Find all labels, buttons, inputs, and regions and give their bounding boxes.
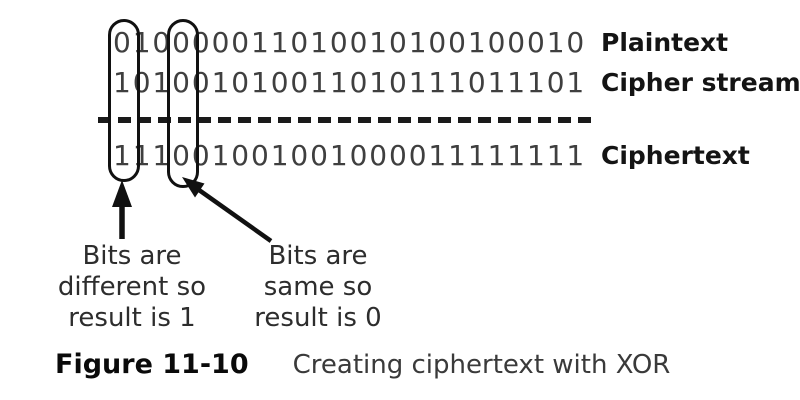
- figure-caption: Figure 11-10 Creating ciphertext with XO…: [55, 349, 670, 380]
- note-line: Bits are: [268, 241, 368, 271]
- xor-divider-dashed-line: [98, 117, 596, 123]
- note-line: different so: [57, 272, 207, 302]
- note-line: result is 0: [254, 303, 382, 333]
- up-arrow-icon: [112, 180, 132, 239]
- cipher-stream-label: Cipher stream: [601, 68, 800, 97]
- ciphertext-label: Ciphertext: [601, 141, 750, 170]
- note-line: same so: [263, 272, 373, 302]
- ciphertext-bits: 111001001001000011111111: [113, 139, 587, 172]
- note-line: Bits are: [82, 241, 182, 271]
- column-highlight-ellipse-different-bits: [108, 19, 140, 182]
- cipher-stream-bits: 101001010011010111011101: [113, 66, 587, 99]
- figure-title: Creating ciphertext with XOR: [292, 350, 671, 380]
- note-bits-different: Bits are different so result is 1: [38, 241, 226, 334]
- note-line: result is 1: [68, 303, 196, 333]
- note-bits-same: Bits are same so result is 0: [224, 241, 412, 334]
- figure-number: Figure 11-10: [55, 349, 249, 380]
- column-highlight-ellipse-same-bits: [167, 19, 199, 188]
- plaintext-label: Plaintext: [601, 28, 729, 57]
- diagonal-arrow-icon: [182, 177, 273, 243]
